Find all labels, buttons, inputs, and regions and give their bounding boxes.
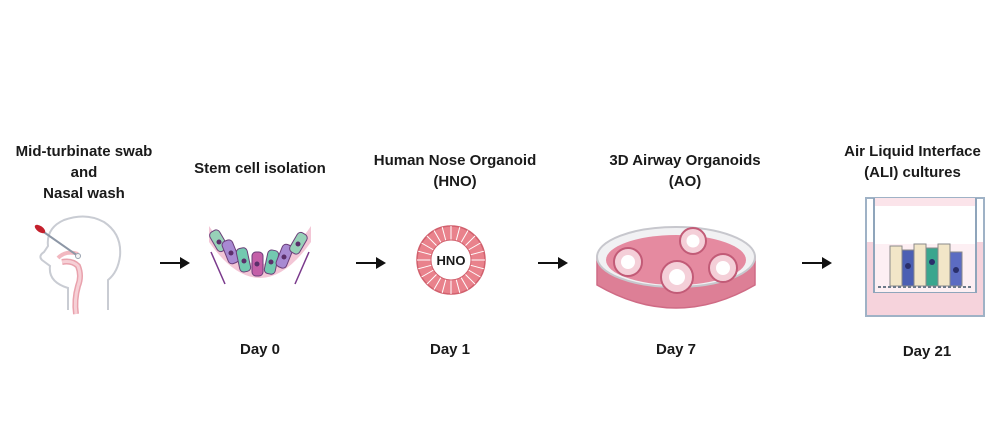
hno-cell-border <box>460 230 469 243</box>
step-1-title-line-3: Nasal wash <box>43 185 125 202</box>
arrow-1-icon <box>160 257 190 269</box>
step-5-title-line-1: Air Liquid Interface <box>844 143 981 160</box>
hno-cell-border <box>441 279 447 293</box>
hno-cell-border <box>426 235 438 247</box>
step-5-title: Air Liquid Interface (ALI) cultures <box>820 141 1005 183</box>
step-5-day: Day 21 <box>902 343 952 360</box>
hno-cell-border <box>468 269 481 278</box>
hno-organoid-illustration: HNO <box>416 225 486 295</box>
hno-cell-border <box>470 264 484 270</box>
hno-cell-border <box>441 227 447 241</box>
step-2-title-line-1: Stem cell isolation <box>194 160 326 177</box>
step-3-title-line-2: (HNO) <box>433 173 477 190</box>
hno-cell-border <box>470 250 484 256</box>
step-4-day: Day 7 <box>655 341 697 358</box>
petri-dish-illustration <box>596 226 756 309</box>
step-2-title: Stem cell isolation <box>185 158 335 179</box>
step-4-title: 3D Airway Organoids (AO) <box>590 150 780 192</box>
step-3-day: Day 1 <box>429 341 471 358</box>
step-1-title-line-2: and <box>70 164 98 181</box>
hno-badge: HNO <box>437 253 466 268</box>
step-5-title-line-2: (ALI) cultures <box>864 164 961 181</box>
ali-transwell-illustration <box>865 197 985 317</box>
hno-cell-border <box>433 277 442 290</box>
hno-cell-border <box>433 230 442 243</box>
hno-cell-border <box>418 250 432 256</box>
step-3-title-line-1: Human Nose Organoid <box>373 152 537 169</box>
hno-cell-border <box>460 277 469 290</box>
step-3-title: Human Nose Organoid (HNO) <box>360 150 550 192</box>
hno-cell-border <box>455 279 461 293</box>
arrow-4-icon <box>802 257 832 269</box>
step-1-title-line-1: Mid-turbinate swab <box>15 143 153 160</box>
step-4-title-line-1: 3D Airway Organoids <box>609 152 761 169</box>
arrow-3-icon <box>538 257 568 269</box>
hno-cell-border <box>464 273 476 285</box>
organoids-group <box>613 227 738 294</box>
hno-cell-border <box>455 227 461 241</box>
arrow-2-icon <box>356 257 386 269</box>
step-1-title: Mid-turbinate swab and Nasal wash <box>4 141 164 204</box>
head-swab-illustration <box>34 215 122 315</box>
stem-cells-illustration <box>209 226 311 285</box>
hno-cell-border <box>421 269 434 278</box>
hno-cell-border <box>421 242 434 251</box>
hno-cell-border <box>468 242 481 251</box>
step-4-title-line-2: (AO) <box>668 173 702 190</box>
hno-cell-border <box>418 264 432 270</box>
hno-cell-border <box>464 235 476 247</box>
hno-cell-border <box>426 273 438 285</box>
step-2-day: Day 0 <box>239 341 281 358</box>
